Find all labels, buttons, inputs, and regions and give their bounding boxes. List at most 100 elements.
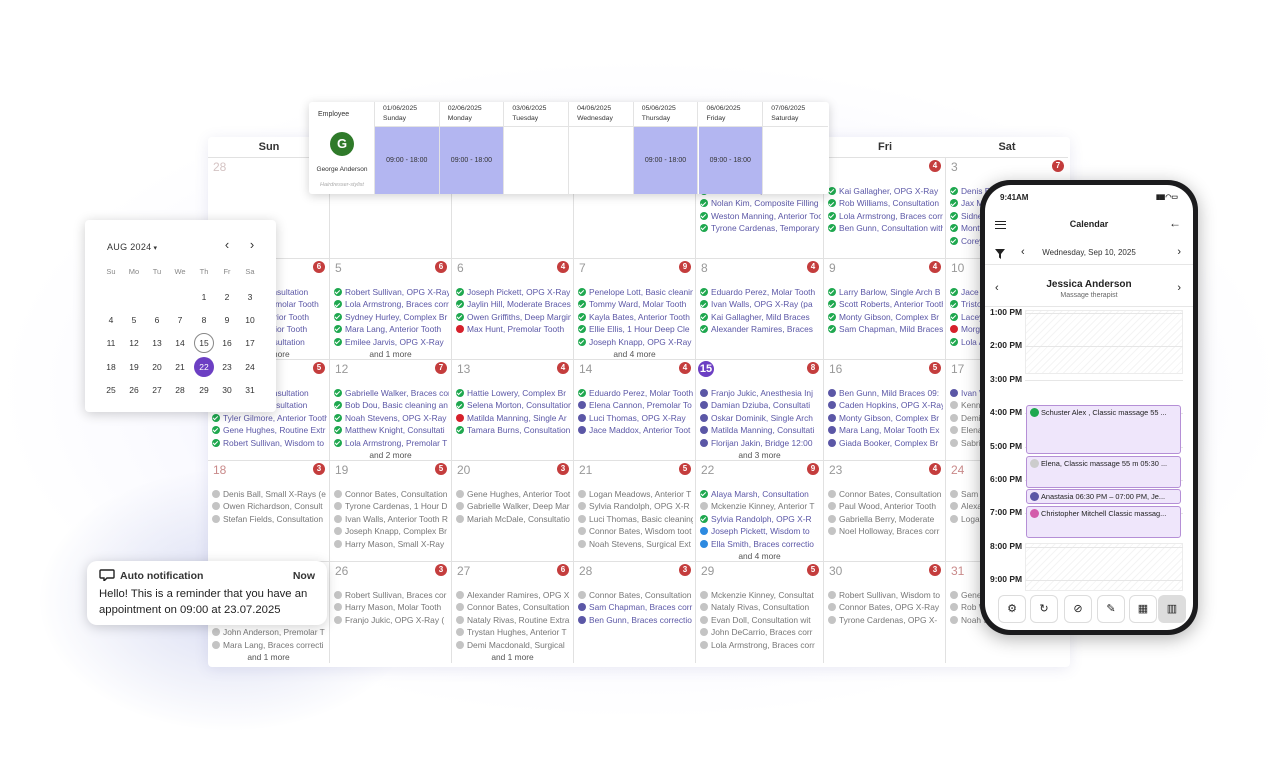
event-item[interactable]: Denis Ball bbox=[950, 185, 1066, 197]
mini-day[interactable]: 26 bbox=[129, 385, 139, 395]
edit-pencil-icon[interactable]: ✎ bbox=[1097, 595, 1125, 623]
palette-off-icon[interactable]: ⊘ bbox=[1064, 595, 1092, 623]
event-item[interactable]: Franjo Jukic, OPG X-Ray ( bbox=[334, 614, 449, 626]
event-item[interactable]: Ben Gunn, Mild Braces 09: bbox=[828, 387, 943, 399]
event-item[interactable]: Tamara Burns, Consultation bbox=[456, 424, 571, 436]
more-events-link[interactable]: and 3 more bbox=[738, 450, 781, 460]
event-item[interactable]: Lola Armstrong, Premolar T bbox=[334, 437, 449, 449]
event-item[interactable]: Sam Chapman, Braces corr bbox=[578, 601, 693, 613]
event-item[interactable]: Noel Holloway, Braces corr bbox=[828, 525, 943, 537]
event-item[interactable]: Tyrone Cardenas, 1 Hour D bbox=[334, 500, 449, 512]
event-item[interactable]: Caden Hopkins, OPG X-Ray bbox=[828, 399, 943, 411]
event-item[interactable]: Hattie Lowery, Complex Br bbox=[456, 387, 571, 399]
event-item[interactable]: Gabrielle Walker, Braces cor bbox=[334, 387, 449, 399]
mini-day[interactable]: 5 bbox=[131, 315, 137, 325]
mini-day[interactable]: 2 bbox=[224, 292, 230, 302]
arrow-back-icon[interactable]: ← bbox=[1169, 216, 1181, 230]
event-item[interactable]: Nataly Rivas, Routine Extra bbox=[456, 614, 571, 626]
event-item[interactable]: Weston Manning, Anterior Tooth bbox=[700, 210, 821, 222]
event-item[interactable]: Logan Meadows, Anterior T bbox=[578, 488, 693, 500]
mini-day[interactable]: 29 bbox=[199, 385, 209, 395]
mini-day[interactable]: 22 bbox=[194, 357, 214, 377]
schedule-slot[interactable]: 09:00 - 18:00 bbox=[375, 126, 439, 194]
event-item[interactable]: John DeCarrio, Braces corr bbox=[700, 626, 821, 638]
mini-day[interactable]: 27 bbox=[152, 385, 162, 395]
event-item[interactable]: Denis Ball, Small X-Rays (e bbox=[212, 488, 327, 500]
event-item[interactable]: Trystan Hughes, Anterior T bbox=[456, 626, 571, 638]
event-item[interactable]: Ivan Walls, Anterior Tooth R bbox=[334, 513, 449, 525]
event-item[interactable]: Owen Griffiths, Deep Margin bbox=[456, 311, 571, 323]
event-item[interactable]: Ben Gunn, Consultation with bbox=[828, 222, 943, 234]
event-item[interactable]: Jace Maddox, Anterior Toot bbox=[578, 424, 693, 436]
event-item[interactable]: Ellie Ellis, 1 Hour Deep Cle bbox=[578, 323, 693, 335]
mini-day[interactable]: 31 bbox=[245, 385, 255, 395]
event-count-badge[interactable]: 4 bbox=[679, 362, 691, 374]
event-item[interactable]: Eduardo Perez, Molar Tooth bbox=[700, 286, 821, 298]
employee-name[interactable]: George Anderson bbox=[316, 166, 368, 173]
mini-day[interactable]: 23 bbox=[222, 362, 232, 372]
event-item[interactable]: Kai Gallagher, Mild Braces bbox=[700, 311, 821, 323]
mini-day[interactable]: 10 bbox=[245, 315, 255, 325]
more-events-link[interactable]: and 1 more bbox=[247, 652, 290, 662]
event-item[interactable]: Max Hunt, Premolar Tooth bbox=[456, 323, 571, 335]
event-item[interactable]: Sydney Hurley, Complex Br bbox=[334, 311, 449, 323]
event-count-badge[interactable]: 3 bbox=[679, 564, 691, 576]
column-view-icon[interactable]: ▥ bbox=[1158, 595, 1186, 623]
event-item[interactable]: Connor Bates, Consultation bbox=[334, 488, 449, 500]
event-item[interactable]: Sylvia Randolph, OPG X-R bbox=[700, 513, 821, 525]
event-item[interactable]: John Anderson, Premolar T bbox=[212, 626, 327, 638]
event-item[interactable]: Matilda Manning, Single Ar bbox=[456, 412, 571, 424]
appointment-block[interactable]: Schuster Alex , Classic massage 55 ... bbox=[1026, 405, 1181, 454]
event-item[interactable]: Ella Smith, Braces correctio bbox=[700, 538, 821, 550]
event-item[interactable]: Tommy Ward, Molar Tooth bbox=[578, 298, 693, 310]
event-item[interactable]: Eduardo Perez, Molar Tooth bbox=[578, 387, 693, 399]
event-item[interactable]: Demi Macdonald, Surgical bbox=[456, 639, 571, 651]
event-item[interactable]: Mariah McDale, Consultatio bbox=[456, 513, 571, 525]
event-count-badge[interactable]: 3 bbox=[435, 564, 447, 576]
event-item[interactable]: Lola Armstrong, Braces corr bbox=[828, 210, 943, 222]
event-item[interactable]: Joseph Pickett, OPG X-Ray bbox=[456, 286, 571, 298]
event-item[interactable]: Matthew Knight, Consultati bbox=[334, 424, 449, 436]
event-item[interactable]: Alexa Hill bbox=[950, 500, 1066, 512]
more-events-link[interactable]: and 4 more bbox=[613, 349, 656, 359]
more-events-link[interactable]: and 2 more bbox=[369, 450, 412, 460]
mini-day[interactable]: 28 bbox=[175, 385, 185, 395]
event-item[interactable]: Robert Sullivan, Braces cor bbox=[334, 589, 449, 601]
event-item[interactable]: Mara Lang, Anterior Tooth bbox=[334, 323, 449, 335]
event-item[interactable]: Harry Mason, Small X-Ray bbox=[334, 538, 449, 550]
mini-day[interactable]: 8 bbox=[201, 315, 207, 325]
event-item[interactable]: Connor Bates, Consultation bbox=[828, 488, 943, 500]
mini-day[interactable]: 13 bbox=[152, 338, 162, 348]
event-count-badge[interactable]: 5 bbox=[807, 564, 819, 576]
event-count-badge[interactable]: 4 bbox=[557, 261, 569, 273]
event-count-badge[interactable]: 4 bbox=[929, 160, 941, 172]
appointment-block[interactable]: Anastasia 06:30 PM – 07:00 PM, Je... bbox=[1026, 489, 1181, 504]
event-item[interactable]: Mara Lang, Braces correcti bbox=[212, 639, 327, 651]
event-item[interactable]: Lola Armstrong, Braces corr bbox=[700, 639, 821, 651]
event-item[interactable]: Demi Mac bbox=[950, 412, 1066, 424]
event-item[interactable]: Kai Gallagher, OPG X-Ray bbox=[828, 185, 943, 197]
event-item[interactable]: Joseph Knapp, Complex Br bbox=[334, 525, 449, 537]
event-count-badge[interactable]: 7 bbox=[1052, 160, 1064, 172]
more-events-link[interactable]: and 1 more bbox=[491, 652, 534, 662]
event-item[interactable]: Alaya Marsh, Consultation bbox=[700, 488, 821, 500]
mini-day[interactable]: 12 bbox=[129, 338, 139, 348]
mini-day[interactable]: 4 bbox=[108, 315, 114, 325]
event-item[interactable]: Joseph Knapp, OPG X-Ray bbox=[578, 336, 693, 348]
mini-day[interactable]: 21 bbox=[175, 362, 185, 372]
mini-day[interactable]: 11 bbox=[106, 338, 116, 348]
event-count-badge[interactable]: 7 bbox=[435, 362, 447, 374]
event-item[interactable]: Tyrone Cardenas, Temporary bbox=[700, 222, 821, 234]
schedule-slot[interactable] bbox=[504, 126, 568, 194]
